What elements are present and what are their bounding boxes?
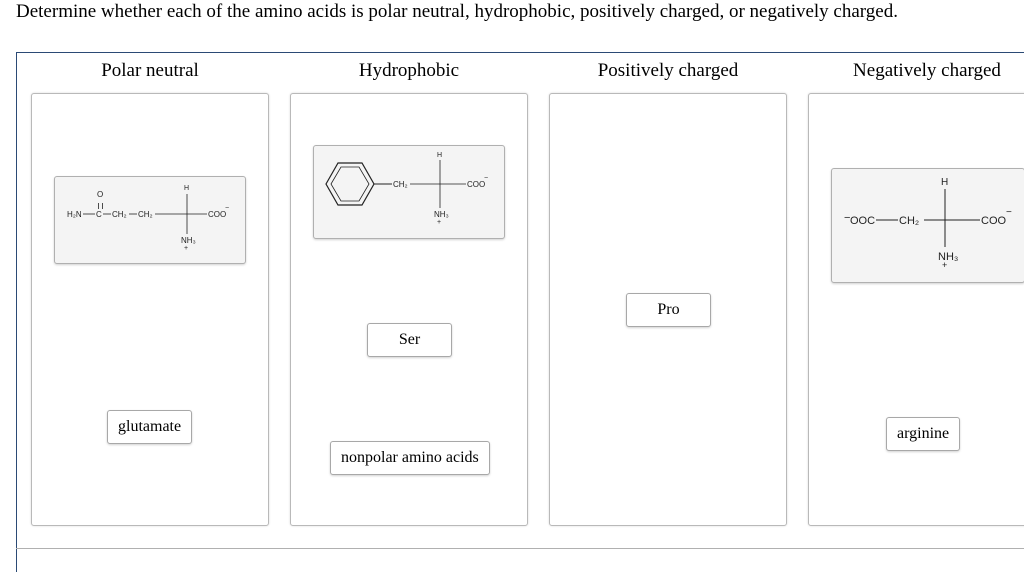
- divider: [16, 548, 1024, 549]
- phenylalanine-structure-icon: CH₂ H COO − NH₃ +: [325, 152, 488, 226]
- atom-h: H: [437, 152, 442, 159]
- bin-negatively-charged[interactable]: [808, 93, 1024, 526]
- atom-coo: COO: [467, 180, 485, 189]
- charge-plus: +: [942, 260, 947, 270]
- bin-polar-neutral[interactable]: [31, 93, 269, 526]
- atom-c: C: [96, 210, 102, 219]
- structure-chip-phenylalanine[interactable]: CH₂ H COO − NH₃ +: [313, 145, 505, 239]
- aspartate-structure-icon: − OOC CH₂ H COO − NH₃ +: [844, 177, 1012, 270]
- charge-minus: −: [225, 205, 229, 212]
- chip-arginine[interactable]: arginine: [886, 417, 961, 451]
- atom-nh3: NH₃: [434, 210, 449, 219]
- charge-plus: +: [437, 219, 441, 226]
- charge-minus: −: [484, 175, 488, 182]
- sorting-area: [16, 52, 1024, 572]
- atom-ch2-a: CH₂: [112, 210, 127, 219]
- atom-ch2-b: CH₂: [138, 210, 153, 219]
- structure-chip-glutamine[interactable]: H₂N C O CH₂ CH₂ H COO − NH₃ +: [54, 176, 246, 264]
- atom-o: O: [97, 190, 103, 199]
- atom-ooc: OOC: [850, 215, 875, 227]
- chip-ser[interactable]: Ser: [367, 323, 452, 357]
- atom-nh3: NH₃: [938, 251, 958, 263]
- atom-coo: COO: [981, 215, 1007, 227]
- atom-ch2: CH₂: [899, 215, 919, 227]
- chip-pro[interactable]: Pro: [626, 293, 711, 327]
- atom-h: H: [184, 185, 189, 192]
- glutamine-structure-icon: H₂N C O CH₂ CH₂ H COO − NH₃ +: [67, 185, 229, 252]
- atom-h: H: [941, 177, 948, 188]
- atom-coo: COO: [208, 210, 226, 219]
- atom-nh3: NH₃: [181, 236, 196, 245]
- bin-header-positively-charged: Positively charged: [597, 60, 739, 81]
- bin-header-negatively-charged: Negatively charged: [853, 60, 1001, 81]
- atom-ch2: CH₂: [393, 180, 408, 189]
- atom-h2n: H₂N: [67, 210, 82, 219]
- chip-nonpolar-amino-acids[interactable]: nonpolar amino acids: [330, 441, 490, 475]
- charge-minus-left: −: [844, 212, 850, 224]
- question-prompt: Determine whether each of the amino acid…: [16, 1, 898, 22]
- bin-header-hydrophobic: Hydrophobic: [358, 60, 460, 81]
- bin-header-polar-neutral: Polar neutral: [101, 60, 199, 81]
- structure-chip-aspartate[interactable]: − OOC CH₂ H COO − NH₃ +: [831, 168, 1024, 283]
- chip-glutamate[interactable]: glutamate: [107, 410, 193, 444]
- charge-plus: +: [184, 245, 188, 252]
- charge-minus-right: −: [1006, 207, 1012, 218]
